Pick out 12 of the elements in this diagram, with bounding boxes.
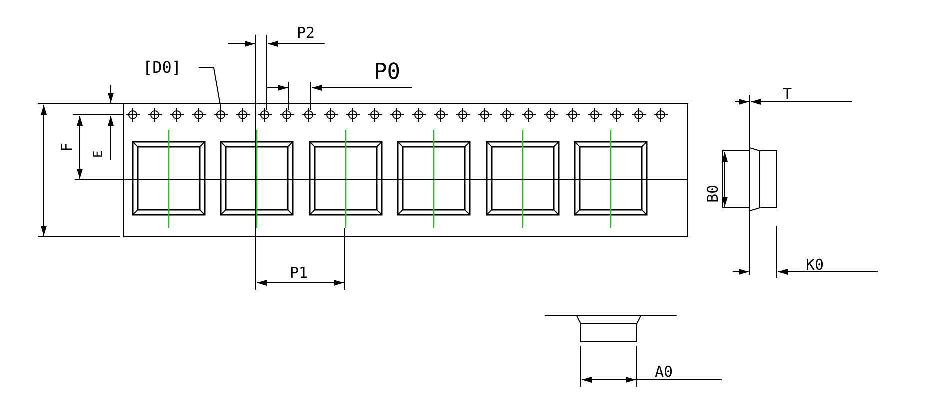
dimension-label: K0	[806, 258, 824, 273]
dimension-label: T	[783, 87, 792, 102]
dimension-label: A0	[655, 365, 674, 380]
sprocket-hole	[214, 108, 228, 122]
dimension-label: B0	[706, 184, 721, 203]
dimension-label: P0	[374, 62, 400, 84]
dimension-label: P2	[297, 26, 316, 41]
dimension-label: F	[60, 142, 75, 152]
leader-line	[198, 68, 222, 108]
dimension-label: E	[92, 150, 104, 158]
dimension-label: P1	[290, 266, 308, 281]
callout-label: [D0]	[143, 60, 182, 75]
